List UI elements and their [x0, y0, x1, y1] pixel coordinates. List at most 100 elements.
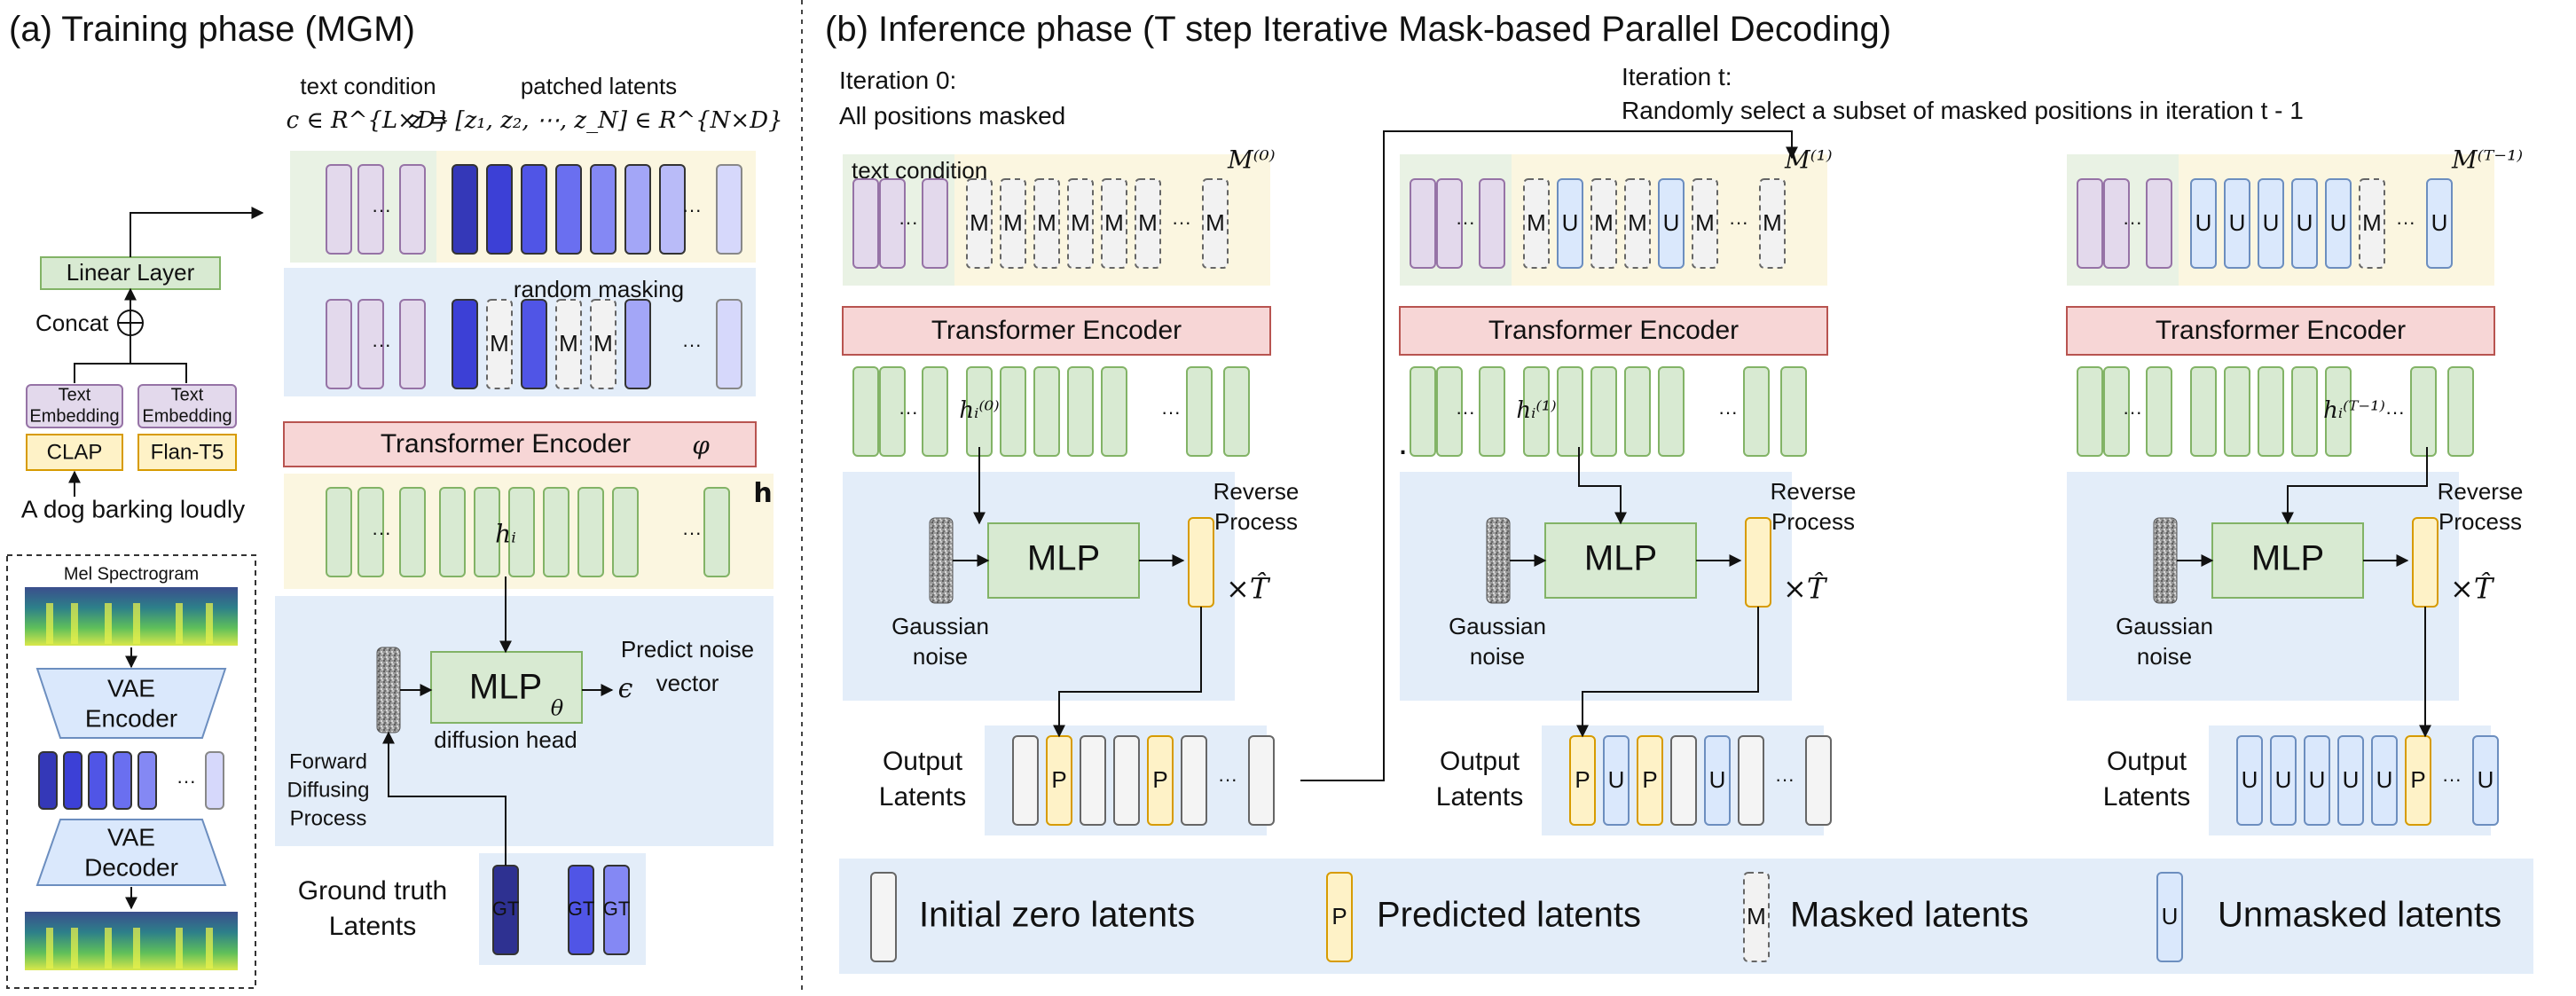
- mel-spectrogram-top: [25, 587, 238, 646]
- transformer-encoder-a-label: Transformer Encoder: [381, 429, 631, 459]
- col1-reverse-label-1: Reverse: [1771, 478, 1857, 505]
- col2-input-token-4-label: U: [2330, 209, 2347, 236]
- legend-unmasked-token-label: U: [2162, 903, 2179, 929]
- col0-reverse-label-2: Process: [1214, 508, 1298, 535]
- text-embedding-2-label-2: Embedding: [142, 406, 232, 426]
- latents-ellipsis: ···: [682, 199, 702, 221]
- col0-hidden-token-2: [922, 366, 948, 457]
- vae-encoder-label-2: Encoder: [85, 704, 177, 732]
- col2-output-token-1-label: U: [2275, 766, 2292, 793]
- col2-input-token-1-label: U: [2229, 209, 2246, 236]
- col2-output-token-5-label: P: [2410, 766, 2425, 793]
- col2-transformer-encoder: [2066, 306, 2495, 356]
- col1-hidden-token-6: [1624, 366, 1651, 457]
- cond-token-0: [326, 164, 352, 255]
- diagram-element-111: [176, 603, 183, 644]
- arrow-gt-to-noise: [382, 731, 507, 866]
- col2-reverse-label-2: Process: [2439, 508, 2522, 535]
- col0-output-token-1-label: P: [1051, 766, 1066, 793]
- iter-t-label-1: Iteration t:: [1622, 63, 1732, 90]
- col1-hidden-token-1: [1436, 366, 1463, 457]
- col0-input-token-2-label: M: [1037, 209, 1056, 236]
- legend-masked-token: [1743, 872, 1770, 962]
- col1-times-T: ×T̂: [1783, 572, 1828, 606]
- col2-noise-token: [2153, 517, 2178, 604]
- col1-hidden-token-7: [1658, 366, 1685, 457]
- hidden-ellipsis-2: ···: [682, 522, 702, 544]
- gt-token-1: [568, 865, 594, 955]
- legend-unmasked-token: [2156, 872, 2183, 962]
- mcond-token-2: [399, 299, 426, 389]
- iter0-label-1: Iteration 0:: [839, 67, 956, 94]
- text-embedding-1-label-1: Text: [59, 385, 91, 404]
- col2-gaussian-label-1: Gaussian: [2116, 613, 2213, 639]
- clap-box: [26, 434, 123, 471]
- col2-hidden-token-9: [2447, 366, 2474, 457]
- col1-input-token-0-label: M: [1527, 209, 1546, 236]
- legend-unmasked-label: Unmasked latents: [2218, 896, 2501, 935]
- vae-latent-1: [63, 751, 82, 810]
- col2-hidden-token-2: [2146, 366, 2172, 457]
- hidden-token-9: [703, 487, 730, 577]
- mcond-ellipsis: ···: [372, 333, 391, 356]
- col2-input-token-2: [2258, 178, 2284, 269]
- col0-input-token-4: [1101, 178, 1127, 269]
- col2-output-token-7-label: U: [2478, 766, 2494, 793]
- col0-hidden-token-0: [852, 366, 879, 457]
- col1-input-token-7: [1759, 178, 1786, 269]
- col1-input-token-7-label: M: [1763, 209, 1782, 236]
- col1-transformer-encoder: [1399, 306, 1828, 356]
- vae-latent-3: [113, 751, 132, 810]
- masked-row-token-3: [555, 299, 582, 389]
- masked-row-token-0: [452, 299, 478, 389]
- col2-times-T: ×T̂: [2450, 572, 2495, 606]
- hidden-token-3: [439, 487, 466, 577]
- col1-input-token-2-label: M: [1594, 209, 1614, 236]
- forward-process-label-0: Forward: [289, 749, 367, 773]
- col0-input-token-0: [966, 178, 993, 269]
- col0-output-token-4-label: P: [1152, 766, 1167, 793]
- legend-initial-label: Initial zero latents: [919, 896, 1195, 935]
- col1-hidden-token-9: [1780, 366, 1807, 457]
- mel-spectrogram-top-streaks: [46, 603, 213, 644]
- col2-cond-ellipsis: ···: [2123, 211, 2142, 233]
- col0-hidden-token-6: [1067, 366, 1094, 457]
- hidden-ellipsis-1: ···: [372, 522, 391, 544]
- col0-hidden-token-4: [1000, 366, 1026, 457]
- col0-reverse-label-1: Reverse: [1213, 478, 1300, 505]
- col1-output-token-1: [1603, 735, 1630, 826]
- col0-output-token-2: [1080, 735, 1106, 826]
- col1-output-token-3: [1670, 735, 1697, 826]
- masked-row-token-3-label: M: [559, 330, 578, 357]
- hidden-token-1: [357, 487, 384, 577]
- arrow-iteration-feedback: [1300, 130, 1798, 781]
- linear-layer: [40, 256, 221, 290]
- col0-output-label-2: Latents: [879, 782, 966, 812]
- diffusion-head-label: diffusion head: [434, 726, 577, 753]
- diagram-element-131: [71, 928, 78, 969]
- col2-output-ellipsis: ···: [2442, 768, 2462, 790]
- iter-t-label-2: Randomly select a subset of masked posit…: [1622, 97, 2304, 124]
- phi-label: φ: [692, 431, 710, 460]
- panel-b-title: (b) Inference phase (T step Iterative Ma…: [825, 10, 1891, 49]
- diagram-element-134: [176, 928, 183, 969]
- col2-mlp-label: MLP: [2251, 539, 2324, 578]
- diagram-element-135: [206, 928, 213, 969]
- vae-latent-last: [205, 751, 224, 810]
- mcond-token-0: [326, 299, 352, 389]
- hidden-token-7: [577, 487, 604, 577]
- mel-spectrogram-bottom-streaks: [46, 928, 213, 969]
- forward-process-label-1: Diffusing: [287, 778, 370, 802]
- col0-input-token-3-label: M: [1071, 209, 1090, 236]
- latent-token-2: [521, 164, 547, 255]
- col1-output-token-2-label: P: [1642, 766, 1657, 793]
- col1-cond-ellipsis: ···: [1456, 211, 1475, 233]
- col0-input-token-5-label: M: [1138, 209, 1158, 236]
- vae-decoder-label-1: VAE: [107, 823, 155, 851]
- masked-row-token-4: [590, 299, 617, 389]
- col2-hidden-token-0: [2077, 366, 2103, 457]
- legend-predicted-token-label: P: [1331, 903, 1347, 929]
- col0-m-label: M⁽⁰⁾: [1227, 145, 1276, 175]
- col1-output-label-1: Output: [1440, 747, 1520, 776]
- col0-output-token-5: [1181, 735, 1207, 826]
